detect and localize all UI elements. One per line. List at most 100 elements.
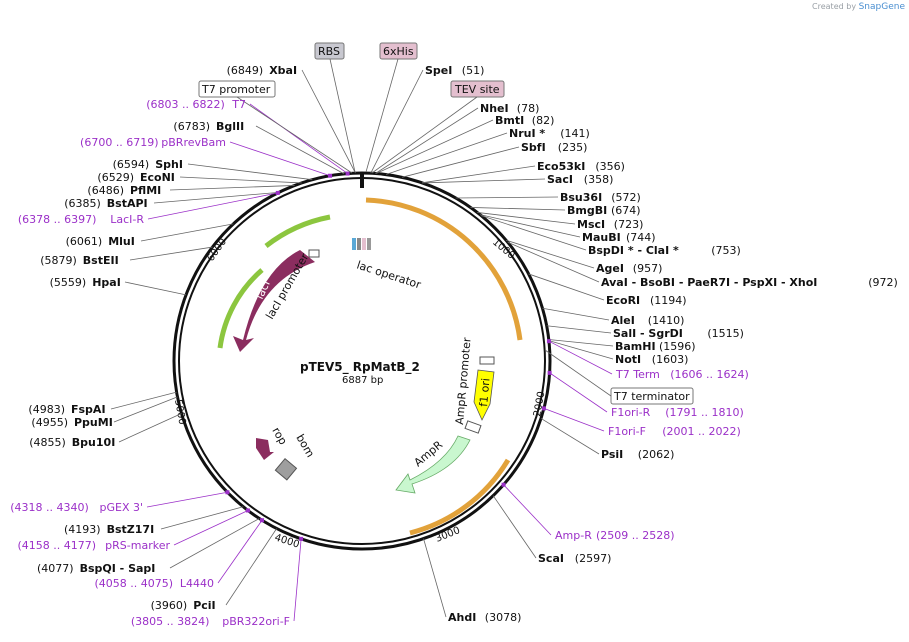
site-label-9: MscI	[577, 218, 605, 231]
site-pos-15: (1410)	[648, 314, 685, 327]
primer-mark-3	[546, 339, 551, 344]
site-label-14: EcoRI	[606, 294, 640, 307]
primer-leader-2	[147, 192, 278, 220]
primer-label-4: F1ori-R	[611, 406, 651, 419]
site-left-leader-5	[153, 191, 279, 204]
primer-range-8: (4158 .. 4177)	[17, 539, 96, 552]
site-leader-0	[370, 69, 424, 174]
tick-4000: 4000	[273, 532, 301, 550]
primer-leader-8	[173, 510, 249, 546]
primer-label-9: L4440	[180, 577, 214, 590]
rop-arrow	[256, 438, 274, 460]
site-left-pos-10: (4955)	[31, 416, 68, 429]
site-left-label-8: HpaI	[92, 276, 121, 289]
site-label-1: NheI	[480, 102, 509, 115]
primer-mark-4	[547, 370, 552, 375]
ampr-promoter-label: AmpR promoter	[453, 337, 474, 426]
site-labels: SpeI(51)NheI(78)BmtI(82)NruI *(141)SbfI(…	[10, 64, 898, 628]
site-label-15: AleI	[611, 314, 635, 327]
leader-lines	[110, 58, 614, 622]
primer-leader-3	[548, 340, 613, 375]
primer-range-2: (6378 .. 6397)	[18, 213, 97, 226]
tev-box	[450, 80, 505, 98]
site-pos-2: (82)	[532, 114, 555, 127]
site-left-pos-4: (6486)	[87, 184, 124, 197]
site-label-16: SalI - SgrDI	[613, 327, 683, 340]
site-left-label-10: PpuMI	[74, 416, 113, 429]
site-left-label-7: BstEII	[83, 254, 119, 267]
primer-range-4: (1791 .. 1810)	[665, 406, 744, 419]
primer-range-7: (4318 .. 4340)	[10, 501, 89, 514]
site-leader-5	[421, 165, 536, 184]
site-left-label-13: BspQI - SapI	[80, 562, 156, 575]
site-label-11: BspDI * - ClaI *	[588, 244, 679, 257]
site-left-label-5: BstAPI	[107, 197, 148, 210]
bom-mark	[274, 458, 298, 481]
site-leader-7	[455, 196, 559, 199]
site-label-0: SpeI	[425, 64, 452, 77]
orf-arc-bottom-right	[409, 458, 511, 536]
site-left-leader-11	[118, 413, 182, 443]
primer-label-10: pBR322ori-F	[222, 615, 290, 628]
t7-terminator-label: T7 terminator	[613, 390, 690, 403]
site-leader-8	[470, 207, 566, 211]
primer-range-10: (3805 .. 3824)	[131, 615, 210, 628]
primer-label-3: T7 Term	[615, 368, 660, 381]
primer-leader-5	[543, 408, 605, 432]
site-leader-4	[401, 146, 520, 178]
site-left-pos-6: (6061)	[66, 235, 103, 248]
laci-promoter-mark	[308, 249, 320, 258]
t7-promoter-leader	[236, 96, 353, 174]
site-left-leader-1	[255, 125, 345, 175]
site-left-leader-2	[187, 163, 313, 181]
site-leader-12	[505, 239, 595, 269]
site-pos-13: (972)	[868, 276, 898, 289]
plasmid-size: 6887 bp	[342, 375, 383, 386]
site-left-pos-13: (4077)	[37, 562, 74, 575]
primer-mark-0	[345, 171, 350, 176]
site-left-leader-8	[124, 281, 187, 296]
primer-range-3: (1606 .. 1624)	[670, 368, 749, 381]
primer-mark-2	[275, 190, 280, 195]
site-pos-7: (572)	[611, 191, 641, 204]
site-label-2: BmtI	[495, 114, 524, 127]
primer-label-1: pBRrevBam	[161, 136, 226, 149]
primer-leader-6	[503, 484, 552, 536]
site-left-label-3: EcoNI	[140, 171, 175, 184]
site-left-leader-13	[169, 518, 260, 569]
primer-label-2: LacI-R	[110, 213, 144, 226]
tev-label: TEV site	[454, 83, 500, 96]
orf-arc-left-2	[217, 268, 264, 349]
site-leader-3	[385, 132, 508, 175]
primer-range-5: (2001 .. 2022)	[662, 425, 741, 438]
site-leader-14	[528, 273, 605, 301]
site-pos-9: (723)	[614, 218, 644, 231]
site-pos-12: (957)	[633, 262, 663, 275]
site-left-pos-5: (6385)	[64, 197, 101, 210]
site-pos-5: (356)	[595, 160, 625, 173]
laci-arrow	[233, 250, 315, 352]
plasmid-name: pTEV5_ RpMatB_2	[300, 360, 420, 375]
site-left-pos-8: (5559)	[50, 276, 87, 289]
site-left-label-2: SphI	[155, 158, 183, 171]
site-leader-18	[548, 340, 614, 360]
ampr-arrow	[395, 435, 471, 494]
site-leader-17	[548, 339, 614, 347]
site-left-pos-0: (6849)	[227, 64, 264, 77]
site-label-18: NotI	[615, 353, 641, 366]
site-left-leader-10	[113, 396, 178, 423]
his-leader	[365, 58, 399, 173]
primer-label-0: T7	[231, 98, 246, 111]
origin-marker	[360, 172, 364, 188]
site-leader-6	[422, 178, 546, 184]
site-left-pos-1: (6783)	[173, 120, 210, 133]
his-box	[379, 42, 418, 60]
primer-range-9: (4058 .. 4075)	[94, 577, 173, 590]
site-left-label-4: PflMI	[130, 184, 161, 197]
site-leader-13	[507, 241, 600, 283]
primer-leader-1	[229, 141, 331, 177]
site-pos-18: (1603)	[652, 353, 689, 366]
site-pos-10: (744)	[626, 231, 656, 244]
primer-leader-10	[293, 538, 302, 622]
